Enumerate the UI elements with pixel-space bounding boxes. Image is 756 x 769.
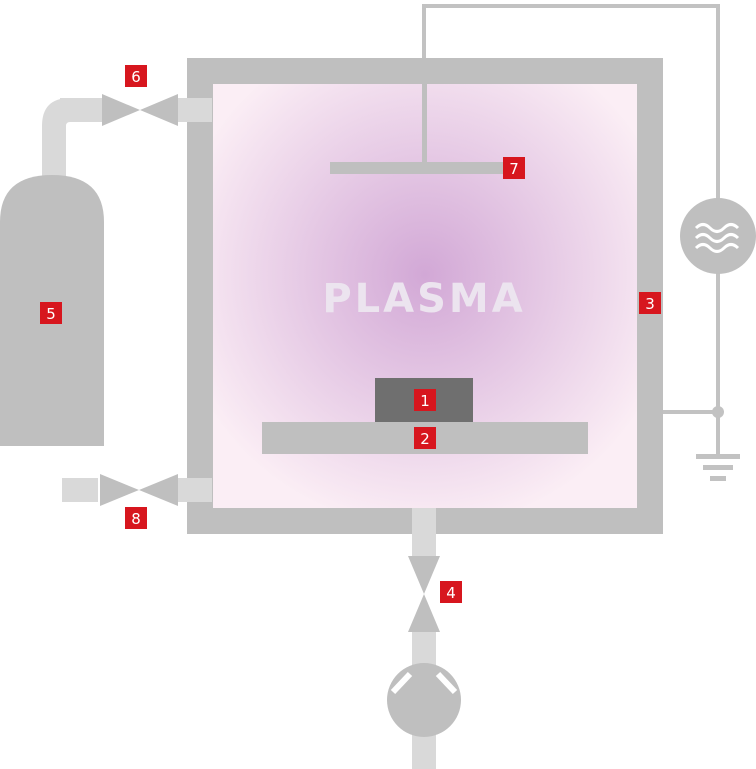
label-gas-inlet-valve-text: 6 [131, 68, 141, 86]
top-electrode-stem [422, 84, 427, 164]
label-electrode-platform-text: 2 [420, 430, 430, 448]
pump-blade-left [390, 671, 413, 695]
vent-pipe-end [62, 478, 98, 502]
inlet-port [177, 98, 212, 122]
gas-inlet-valve [102, 94, 178, 126]
top-electrode [330, 162, 506, 174]
rf-generator-body [680, 198, 756, 274]
plasma-label: PLASMA [322, 276, 525, 322]
label-top-electrode: 7 [503, 157, 525, 179]
vacuum-pump-body [387, 663, 461, 737]
vent-line [62, 478, 212, 502]
vacuum-port [412, 508, 436, 556]
ac-wave-icon [694, 223, 740, 253]
label-vacuum-valve: 4 [440, 581, 462, 603]
label-electrode-platform: 2 [414, 427, 436, 449]
pump-blade-right [435, 671, 458, 695]
vacuum-valve [408, 556, 440, 632]
label-chamber-wall-text: 3 [645, 295, 655, 313]
vent-valve [100, 474, 178, 506]
ground-icon [696, 454, 740, 481]
label-sample-text: 1 [420, 392, 430, 410]
rf-generator [680, 198, 756, 274]
gas-pipe-elbow [42, 98, 104, 182]
label-vent-valve: 8 [125, 507, 147, 529]
label-gas-inlet-valve: 6 [125, 65, 147, 87]
vacuum-pump [387, 663, 461, 737]
label-gas-cylinder: 5 [40, 302, 62, 324]
vent-port [177, 478, 212, 502]
label-sample: 1 [414, 389, 436, 411]
gas-inlet-line [42, 98, 212, 182]
label-gas-cylinder-text: 5 [46, 305, 56, 323]
label-vacuum-valve-text: 4 [446, 584, 456, 602]
wire-junction-dot [712, 406, 724, 418]
label-vent-valve-text: 8 [131, 510, 141, 528]
label-top-electrode-text: 7 [509, 160, 519, 178]
label-chamber-wall: 3 [639, 292, 661, 314]
